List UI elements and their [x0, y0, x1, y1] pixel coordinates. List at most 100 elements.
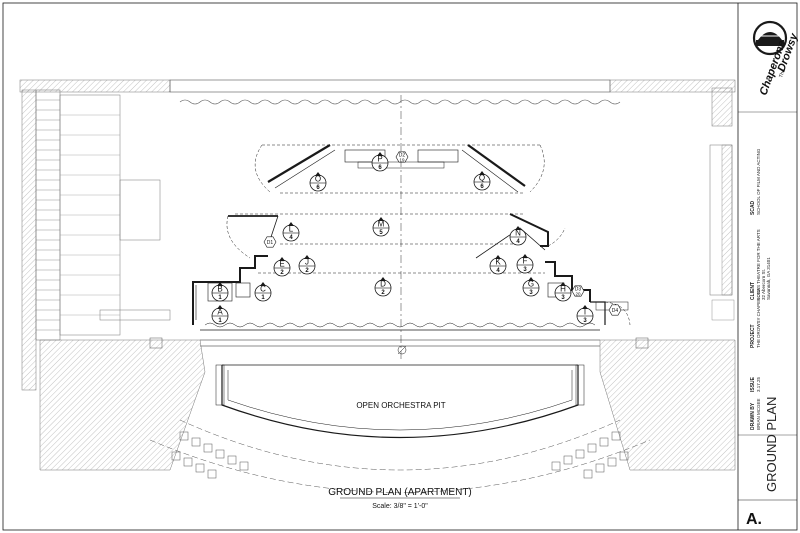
position-marker-j: J2	[298, 255, 316, 275]
position-letter: G	[528, 280, 534, 289]
position-marker-p: P6	[371, 152, 389, 172]
arrow-icon	[260, 282, 266, 286]
position-marker-m: M5	[372, 217, 390, 237]
school-name: SCHOOL OF FILM AND ACTING	[756, 148, 761, 215]
arrow-icon	[378, 217, 384, 221]
position-level: 4	[496, 268, 500, 274]
position-marker-k: K4	[489, 255, 507, 275]
arrow-icon	[279, 257, 285, 261]
arrow-icon	[377, 152, 383, 156]
arrow-icon	[495, 255, 501, 259]
arrow-icon	[522, 254, 528, 258]
project-heading: PROJECT	[750, 324, 756, 348]
door-number: 20	[575, 292, 581, 297]
position-letter: D	[380, 280, 386, 289]
position-level: 1	[261, 295, 265, 301]
arrow-icon	[560, 282, 566, 286]
position-level: 4	[516, 239, 520, 245]
position-level: 6	[378, 165, 382, 171]
position-letter: E	[279, 260, 284, 269]
arrow-icon	[304, 255, 310, 259]
door-letter: D2	[399, 153, 406, 159]
position-level: 1	[218, 318, 222, 324]
drawing-scale: Scale: 3/8" = 1'-0"	[372, 503, 428, 510]
position-level: 3	[583, 318, 587, 324]
stage-left-wall	[21, 89, 171, 391]
arrow-icon	[582, 305, 588, 309]
pit-label: OPEN ORCHESTRA PIT	[356, 401, 445, 410]
position-letter: I	[584, 308, 586, 317]
issue-date: 3.17.25	[756, 376, 761, 392]
position-marker-e: E2	[273, 257, 291, 277]
position-letter: J	[305, 258, 309, 267]
school-heading: SCAD	[750, 200, 756, 215]
position-marker-b: B1	[211, 282, 229, 302]
audience-seating	[149, 419, 651, 493]
drawn-by-name: BRIAN MCGEE	[756, 398, 761, 430]
position-marker-o: O6	[309, 172, 327, 192]
sheet-number: A.	[746, 511, 762, 528]
position-level: 3	[561, 295, 565, 301]
position-marker-q: Q6	[473, 171, 491, 191]
position-marker-d: D2	[374, 277, 392, 297]
project-name: THE DROWSY CHAPERONE	[756, 288, 761, 348]
position-marker-l: L4	[282, 222, 300, 242]
arrow-icon	[479, 171, 485, 175]
show-logo: The Drowsy Chaperone	[752, 20, 800, 97]
door-number: 19	[399, 158, 405, 163]
position-letter: H	[560, 285, 566, 294]
position-level: 3	[529, 290, 533, 296]
arrow-icon	[515, 226, 521, 230]
position-level: 3	[523, 267, 527, 273]
drawn-by-heading: DRAWN BY	[750, 402, 756, 430]
position-level: 1	[218, 295, 222, 301]
arrow-icon	[217, 305, 223, 309]
position-level: 6	[316, 185, 320, 191]
client-line3: Savannah, GA 31401	[766, 257, 771, 300]
door-letter: D3	[575, 287, 582, 293]
arrow-icon	[315, 172, 321, 176]
orchestra-pit	[215, 345, 585, 439]
position-letter: B	[217, 285, 222, 294]
door-letter: D1	[267, 240, 274, 246]
client-line1: LUCAS THEATRE FOR THE ARTS	[756, 229, 761, 300]
position-letter: F	[523, 257, 528, 266]
position-marker-n: N4	[509, 226, 527, 246]
position-letter: K	[495, 258, 501, 267]
position-level: 2	[280, 270, 284, 276]
position-marker-h: H3	[554, 282, 572, 302]
position-marker-c: C1	[254, 282, 272, 302]
position-level: 5	[379, 230, 383, 236]
position-letter: C	[260, 285, 266, 294]
title-block	[737, 3, 797, 530]
upstage-wall	[19, 79, 736, 127]
logo-the-text: The	[778, 68, 787, 78]
position-marker-f: F3	[516, 254, 534, 274]
door-letter: D4	[612, 308, 619, 314]
position-level: 2	[305, 268, 309, 274]
client-line2: 32 Abercorn St.	[761, 269, 766, 300]
position-level: 4	[289, 235, 293, 241]
position-letter: O	[315, 175, 321, 184]
stage-right-wall	[709, 144, 735, 321]
proscenium	[39, 337, 736, 471]
position-letter: N	[515, 229, 521, 238]
position-marker-g: G3	[522, 277, 540, 297]
arrow-icon	[380, 277, 386, 281]
position-letter: M	[378, 220, 385, 229]
position-letter: L	[289, 225, 294, 234]
arrow-icon	[288, 222, 294, 226]
position-letter: P	[377, 155, 382, 164]
client-heading: CLIENT	[750, 282, 756, 300]
door-marker-d4: D4	[608, 304, 622, 316]
position-level: 6	[480, 184, 484, 190]
position-letter: Q	[479, 174, 485, 183]
arrow-icon	[528, 277, 534, 281]
position-level: 2	[381, 290, 385, 296]
door-marker-d1: D1	[263, 236, 277, 248]
arrow-icon	[217, 282, 223, 286]
